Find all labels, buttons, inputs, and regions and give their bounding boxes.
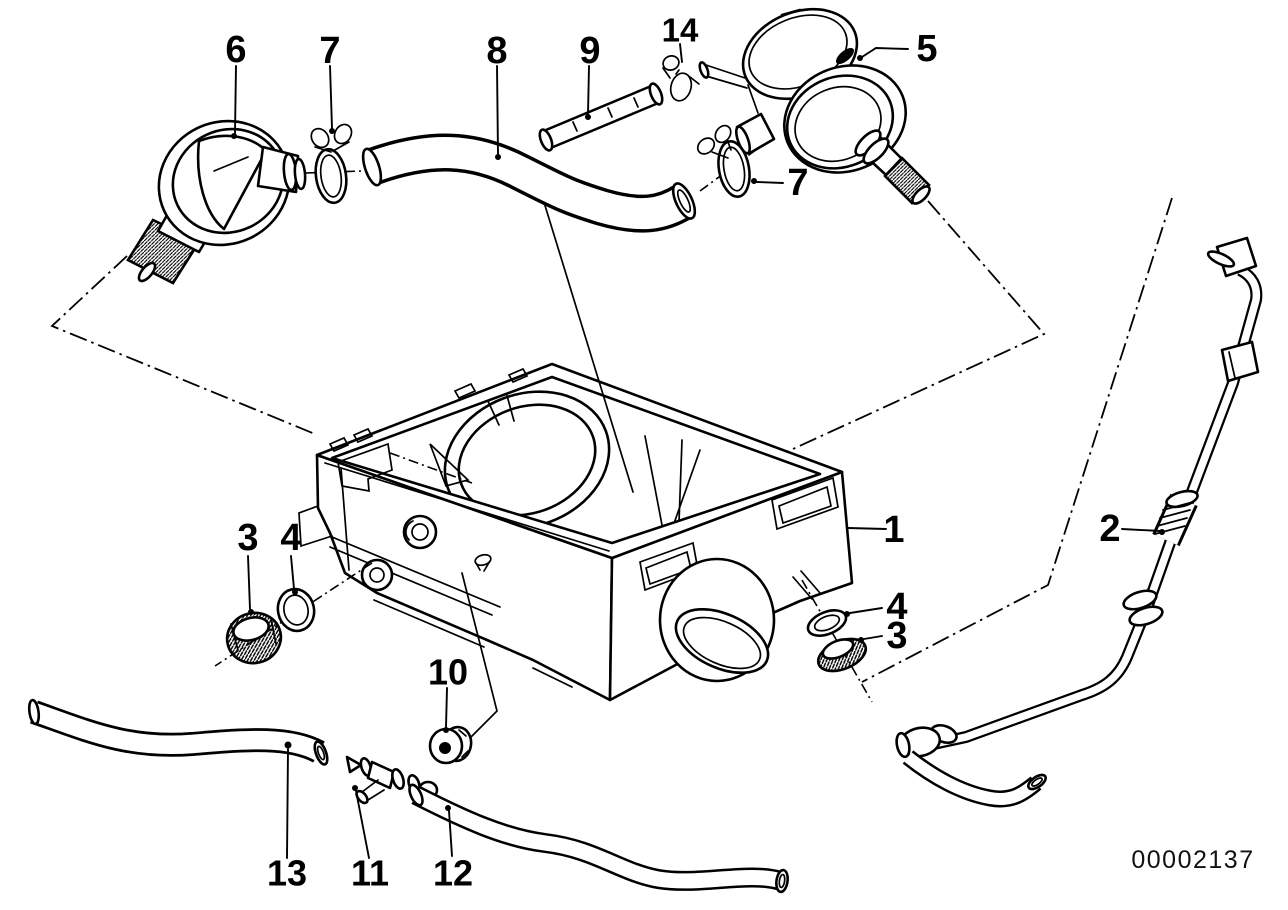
callout-1-label: 1: [883, 509, 904, 551]
air-cleaner-housing: [298, 362, 854, 702]
pipe-2: [895, 236, 1263, 808]
callout-5-label: 5: [916, 28, 937, 70]
callout-3-left-label: 3: [237, 517, 258, 559]
hose-clamp-7-right: [696, 124, 751, 198]
callout-4-right-label: 4: [886, 586, 907, 628]
callout-2-label: 2: [1099, 508, 1120, 550]
clip-14: [662, 55, 700, 102]
washer-4-left: [276, 587, 316, 633]
callout-14-label: 14: [662, 12, 699, 49]
callout-8-label: 8: [486, 30, 507, 72]
check-valve-6: [126, 119, 307, 285]
callout-9-label: 9: [579, 30, 600, 72]
catalog-number: 00002137: [1131, 846, 1254, 874]
callout-10-label: 10: [428, 652, 468, 693]
callout-7-left-label: 7: [319, 30, 340, 72]
leader-lines: [231, 43, 1165, 859]
air-valve-5: [698, 7, 931, 205]
washer-4-right: [806, 609, 848, 637]
vent-hose-8: [361, 133, 697, 233]
callout-4-left-label: 4: [280, 517, 301, 559]
callout-11-label: 11: [351, 853, 389, 894]
nut-3-right: [816, 637, 868, 673]
hose-13: [27, 698, 329, 766]
callout-6-label: 6: [225, 29, 246, 71]
callout-7-right-label: 7: [787, 162, 808, 204]
callout-12-label: 12: [433, 853, 473, 894]
hose-12: [408, 783, 789, 894]
callout-13-label: 13: [267, 853, 307, 894]
grommet-10: [428, 725, 473, 765]
callout-3-right-label: 3: [886, 615, 907, 657]
pipe-9: [538, 82, 664, 152]
nut-3-left: [225, 611, 283, 665]
leader-axes: [214, 198, 873, 738]
hose-clamp-7-left: [310, 123, 353, 205]
